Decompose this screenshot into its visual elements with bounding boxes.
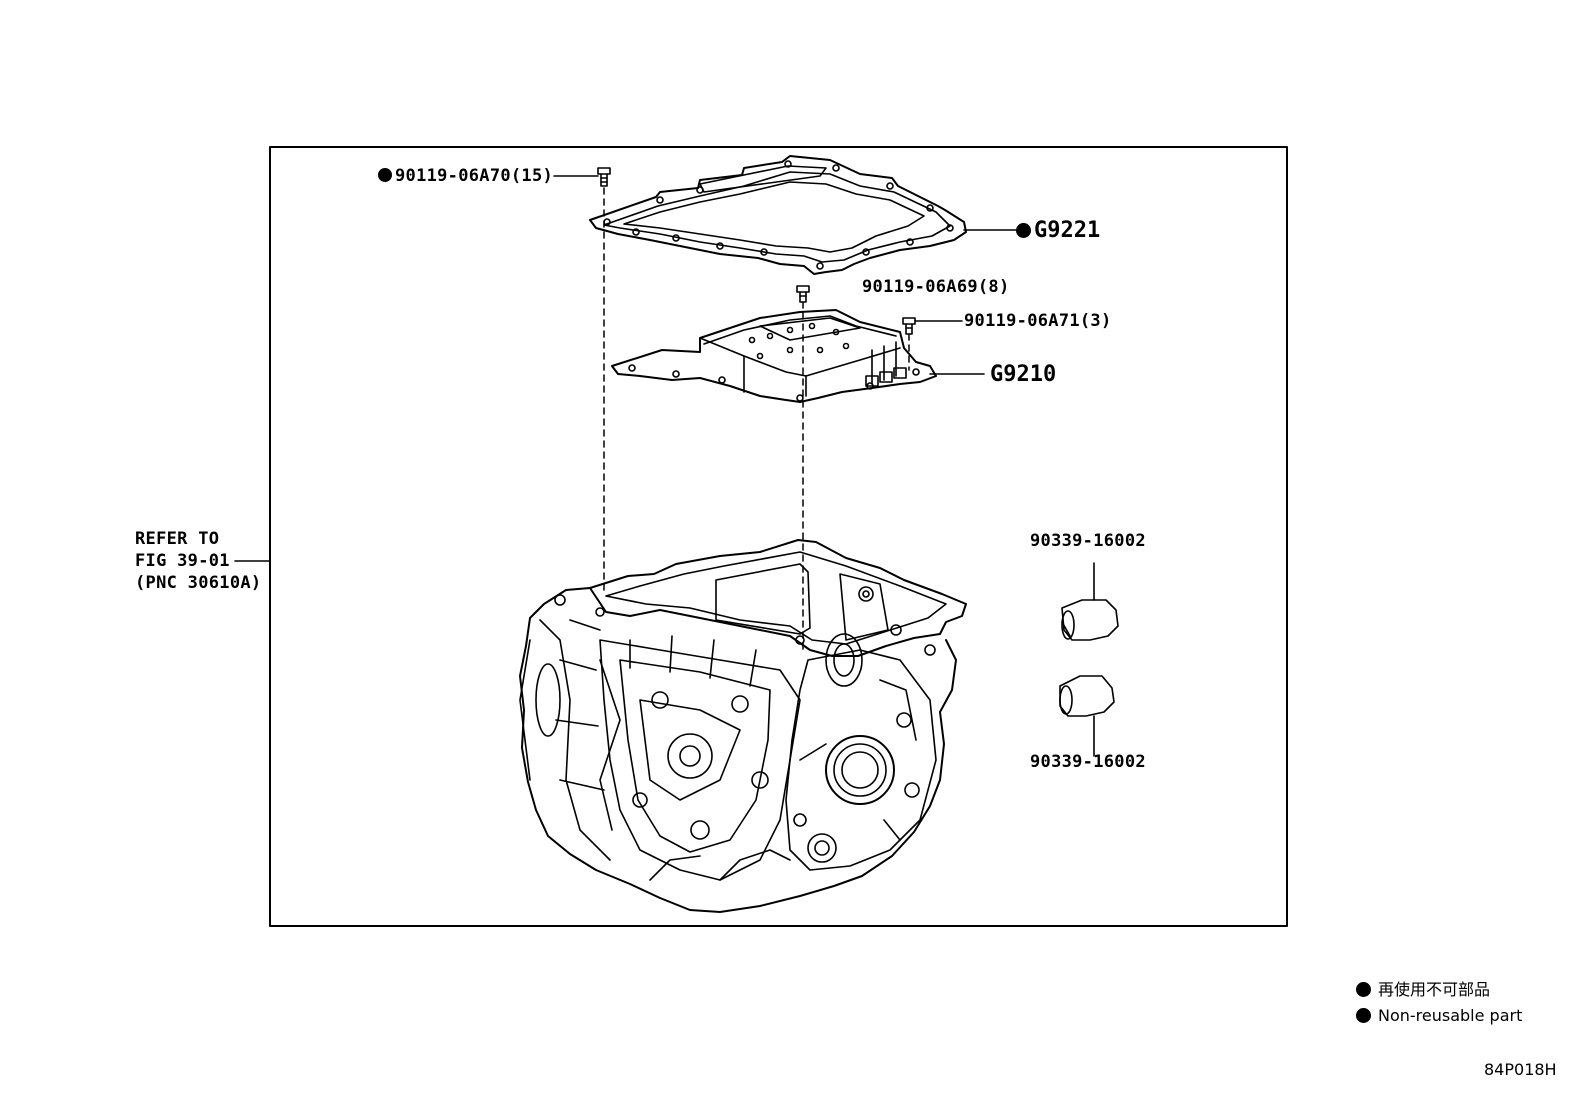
bolt-pan-icon	[597, 167, 611, 187]
refer-line-2: FIG 39-01	[135, 551, 230, 571]
plug-bottom	[1059, 675, 1115, 717]
non-reusable-marker-icon	[1356, 1008, 1371, 1023]
refer-line-3: (PNC 30610A)	[135, 573, 262, 593]
label-bolt-8: 90119-06A69(8)	[862, 277, 1010, 297]
oil-pan	[589, 155, 967, 275]
label-plug-bottom: 90339-16002	[1030, 752, 1146, 772]
non-reusable-marker-icon	[1356, 982, 1371, 997]
label-gasket: G9221	[1016, 219, 1100, 243]
diagram-frame	[269, 146, 1288, 927]
refer-line-1: REFER TO	[135, 529, 220, 549]
plug-top	[1061, 599, 1119, 641]
label-bolt-3: 90119-06A71(3)	[964, 311, 1112, 331]
bolt-3-icon	[902, 317, 916, 335]
transaxle-case	[519, 539, 967, 913]
legend-line-en: Non-reusable part	[1356, 1006, 1522, 1026]
label-bolt-pan: 90119-06A70(15)	[378, 167, 553, 186]
non-reusable-marker-icon	[378, 168, 392, 182]
bolt-8-icon	[796, 285, 810, 303]
legend-line-jp: 再使用不可部品	[1356, 980, 1490, 1000]
label-plug-top: 90339-16002	[1030, 531, 1146, 551]
valve-body	[611, 309, 937, 403]
label-valve-body: G9210	[990, 362, 1057, 387]
illustration-id: 84P018H	[1484, 1060, 1557, 1079]
non-reusable-marker-icon	[1016, 223, 1031, 238]
